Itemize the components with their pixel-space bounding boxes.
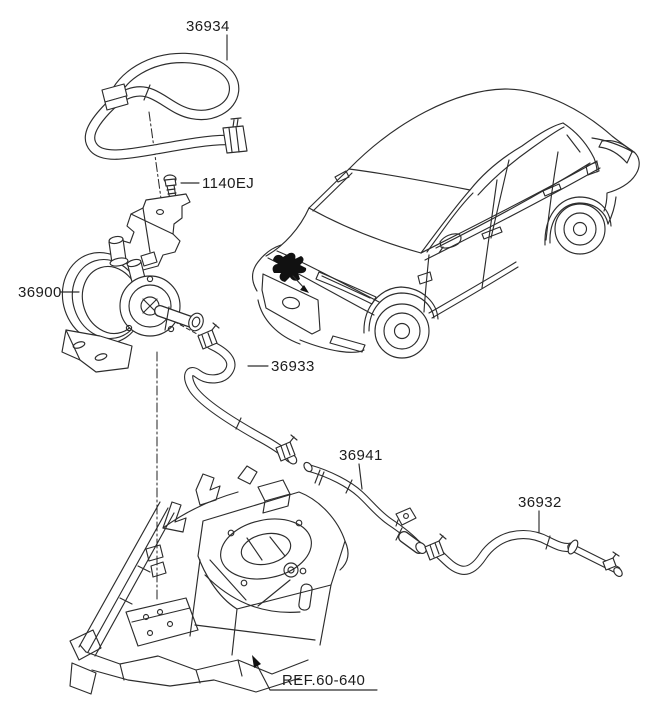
- leader-36941: [358, 463, 363, 490]
- part-hose-36934: [84, 52, 248, 160]
- front-wheel: [363, 286, 439, 359]
- door-handle-front: [481, 226, 503, 240]
- near-mirror: [439, 233, 462, 249]
- leader-ref: [256, 664, 378, 691]
- callout-label-36900[interactable]: 36900: [18, 284, 62, 301]
- part-pump-36900: [61, 235, 204, 373]
- callout-label-ref[interactable]: REF.60-640: [282, 672, 365, 689]
- vehicle-illustration: [252, 88, 640, 359]
- taillight: [598, 139, 633, 164]
- leader-ref-arrowhead: [252, 655, 261, 668]
- callout-label-36934[interactable]: 36934: [186, 18, 230, 35]
- component-location-marker: [272, 252, 309, 293]
- callout-label-36941[interactable]: 36941: [339, 447, 383, 464]
- far-mirror: [334, 170, 350, 183]
- callout-leader-lines: [60, 34, 540, 691]
- brand-logo: [281, 296, 301, 310]
- headlight: [315, 271, 377, 305]
- door-handle-rear: [542, 183, 562, 197]
- callout-label-36932[interactable]: 36932: [518, 494, 562, 511]
- grille: [261, 273, 321, 335]
- assembly-axis-lines: [148, 111, 207, 603]
- callout-label-36933[interactable]: 36933: [271, 358, 315, 375]
- part-mount-bracket: [111, 193, 191, 278]
- fog-lamp-slot: [329, 335, 366, 353]
- fuel-door: [585, 161, 600, 176]
- panel-ref-60-640: [69, 465, 349, 695]
- part-hose-36933: [184, 322, 298, 465]
- rear-wheel: [544, 196, 612, 255]
- part-hose-36932: [424, 530, 623, 578]
- part-pipe-36941: [303, 461, 427, 555]
- callout-label-1140ej[interactable]: 1140EJ: [202, 175, 254, 192]
